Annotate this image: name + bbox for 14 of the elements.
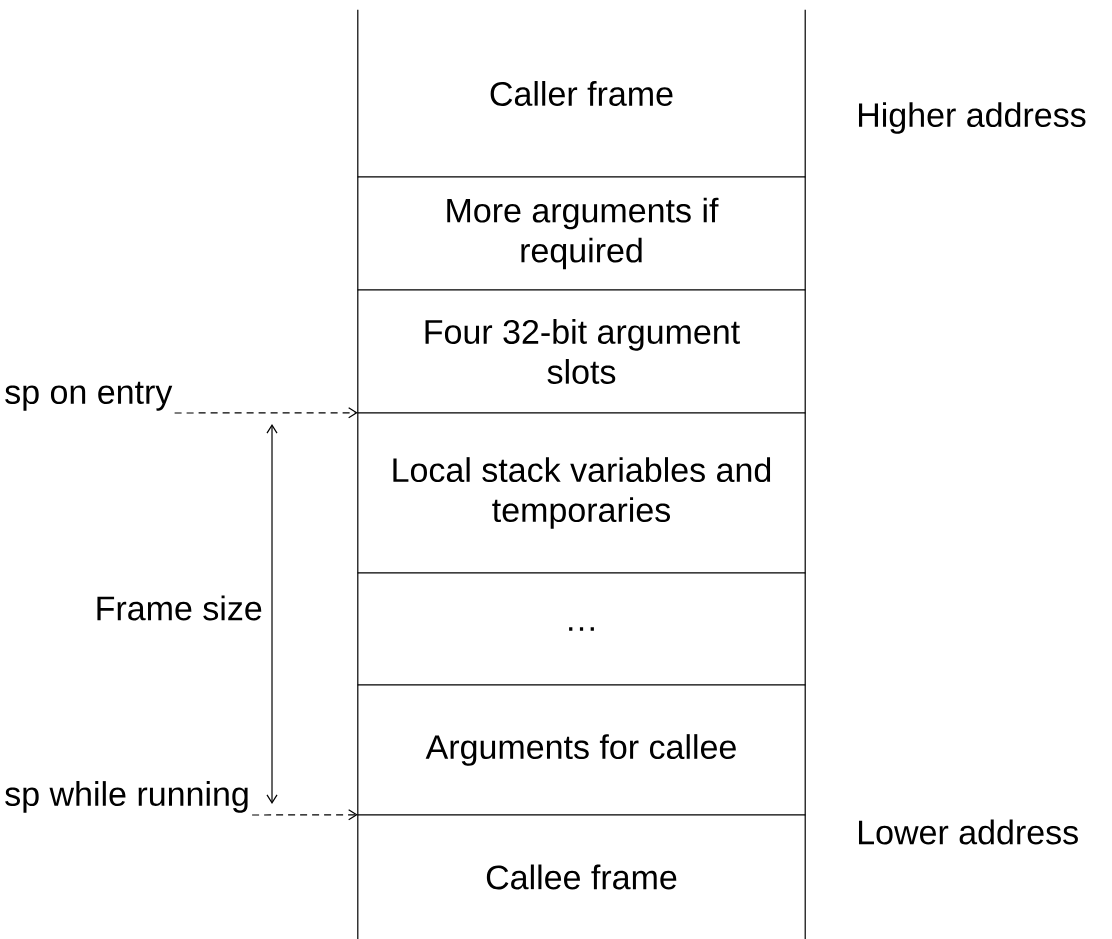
address-label: Lower address — [859, 819, 1078, 845]
address-label: Higher address — [859, 102, 1086, 134]
dashed-arrow — [174, 407, 358, 419]
stack-cell: Four 32-bit argument slots — [357, 289, 806, 414]
stack-cell: Local stack variables and temporaries — [357, 412, 806, 574]
dashed-arrow — [251, 809, 358, 821]
stack-cell: Arguments for callee — [357, 684, 806, 816]
stack-cell: Caller frame — [357, 9, 806, 178]
dimension-label: Frame size — [97, 595, 262, 621]
pointer-label: sp on entry — [5, 381, 173, 411]
stack-cell: More arguments if required — [357, 176, 806, 291]
stack-cell: … — [357, 572, 806, 686]
pointer-label: sp while running — [5, 781, 248, 813]
stack-cell: Callee frame — [357, 814, 806, 939]
